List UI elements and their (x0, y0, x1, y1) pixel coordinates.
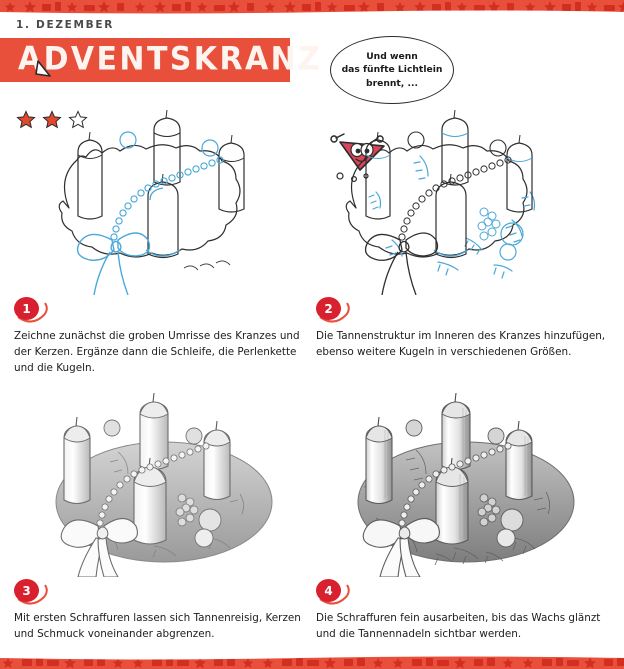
step-2-figure (316, 100, 616, 295)
speech-bubble: Und wenn das fünfte Lichtlein brennt, ..… (330, 36, 454, 104)
triangle-mascot-icon (326, 126, 400, 190)
speech-bubble-body: Und wenn das fünfte Lichtlein brennt, ..… (330, 36, 454, 104)
steps-grid: 1 Zeichne zunächst die groben Umrisse de… (0, 100, 624, 645)
decorative-top-border (0, 0, 624, 14)
step-3-badge: 3 (14, 579, 48, 605)
step-1: 1 Zeichne zunächst die groben Umrisse de… (14, 100, 314, 376)
difficulty-star-empty-3 (68, 110, 88, 135)
step-4: 4 Die Schraffuren fein ausarbeiten, bis … (316, 382, 616, 643)
star-pattern-bottom-icon (0, 655, 624, 669)
speech-bubble-line-3: brennt, ... (366, 77, 418, 89)
step-2-badge: 2 (316, 297, 350, 323)
badge-swoosh-icon (17, 302, 48, 323)
badge-swoosh-icon (319, 302, 350, 323)
step-1-caption: Zeichne zunächst die groben Umrisse des … (14, 330, 300, 374)
step-2: 2 Die Tannenstruktur im Inneren des Kran… (316, 100, 616, 361)
step-2-caption: Die Tannenstruktur im Inneren des Kranze… (316, 330, 606, 358)
step-3-number: 3 (14, 579, 39, 602)
step-4-caption: Die Schraffuren fein ausarbeiten, bis da… (316, 612, 601, 640)
step-1-figure (14, 100, 314, 295)
speech-bubble-tail-icon (34, 60, 64, 95)
badge-swoosh-icon (319, 584, 350, 605)
step-4-badge-row: 4 (316, 579, 616, 609)
step-2-number: 2 (316, 297, 341, 320)
step-3-badge-row: 3 (14, 579, 314, 609)
speech-bubble-text: Und wenn das fünfte Lichtlein brennt, ..… (332, 50, 453, 90)
step-4-number: 4 (316, 579, 341, 602)
speech-bubble-line-1: Und wenn (366, 50, 418, 62)
step-1-number: 1 (14, 297, 39, 320)
step-4-figure (316, 382, 616, 577)
difficulty-rating (16, 110, 88, 135)
page-title: ADVENTSKRANZ (18, 40, 323, 79)
date-label: 1. DEZEMBER (16, 19, 115, 31)
step-1-badge: 1 (14, 297, 48, 323)
badge-swoosh-icon (17, 584, 48, 605)
step-3-caption: Mit ersten Schraffuren lassen sich Tanne… (14, 612, 301, 640)
step-2-badge-row: 2 (316, 297, 616, 327)
star-pattern-top-icon (0, 0, 624, 14)
speech-bubble-line-2: das fünfte Lichtlein (341, 64, 443, 76)
difficulty-star-filled-2 (42, 110, 62, 135)
step-1-badge-row: 1 (14, 297, 314, 327)
step-4-badge: 4 (316, 579, 350, 605)
decorative-bottom-border (0, 655, 624, 669)
step-3: 3 Mit ersten Schraffuren lassen sich Tan… (14, 382, 314, 643)
step-3-figure (14, 382, 314, 577)
difficulty-star-filled-1 (16, 110, 36, 135)
